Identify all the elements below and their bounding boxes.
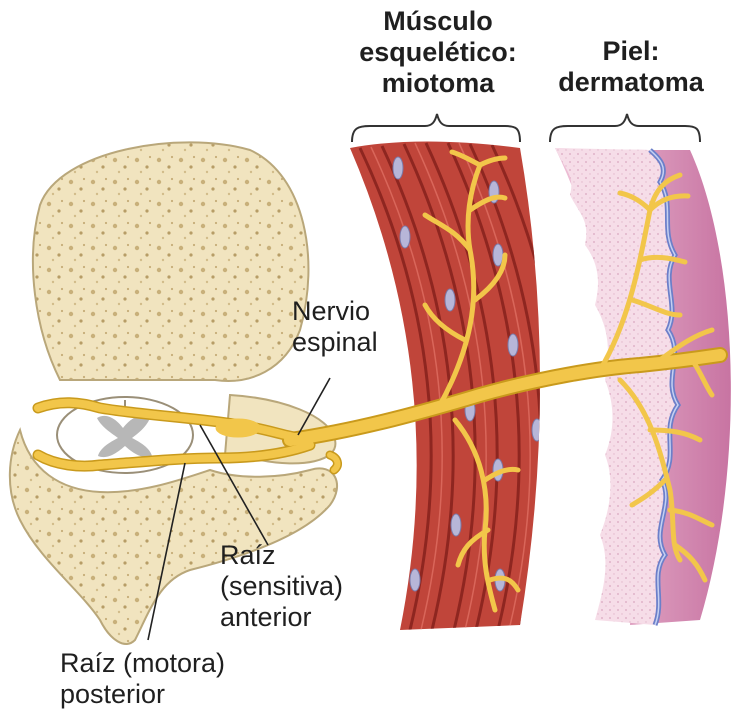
epidermis (555, 148, 678, 625)
spinal-nerve-label: Nervio espinal (292, 296, 378, 358)
skin-bracket (550, 114, 700, 142)
posterior-root-label: Raíz (motora) posterior (60, 648, 225, 710)
skin-label: Piel: dermatoma (541, 36, 721, 98)
muscle-bracket (352, 114, 520, 142)
brackets (352, 114, 700, 142)
muscle-label: Músculo esquelético: miotoma (343, 6, 533, 99)
anterior-root-label: Raíz (sensitiva) anterior (220, 540, 343, 633)
vertebral-body (33, 142, 309, 381)
